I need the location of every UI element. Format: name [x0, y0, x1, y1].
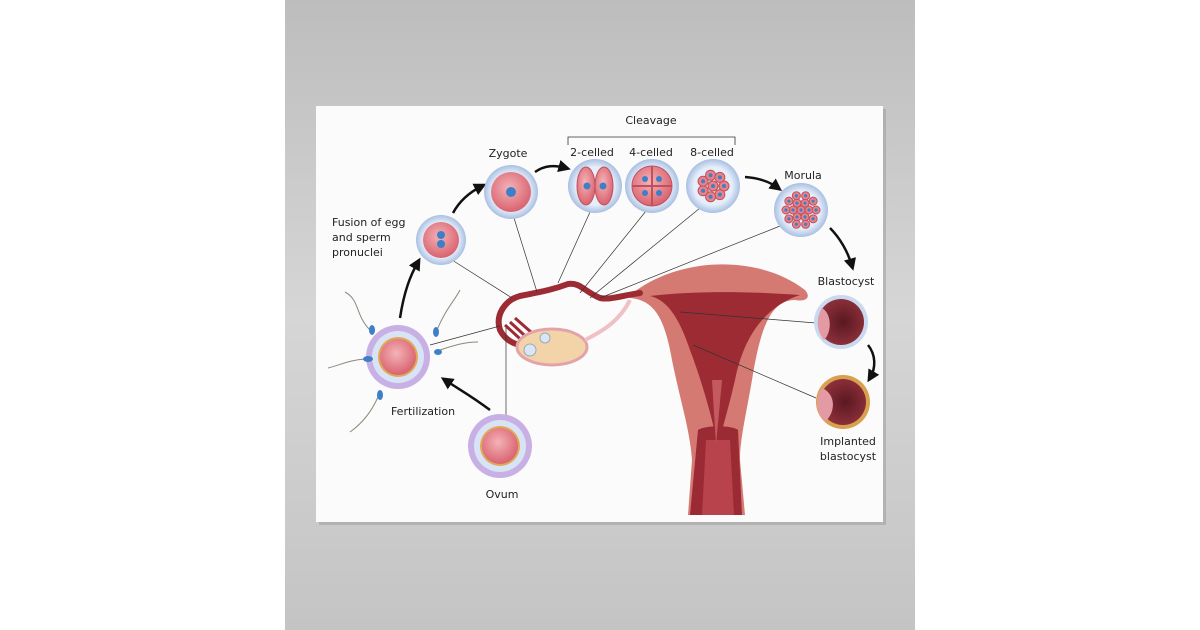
sequence-arrows [398, 159, 880, 412]
fusion-cell [416, 215, 466, 265]
uterus-illustration [630, 264, 808, 515]
ovum-cell [468, 414, 532, 478]
label-implanted-line1: Implanted [820, 435, 876, 448]
blastomere [722, 184, 726, 188]
blastomere [811, 199, 815, 203]
blastomere [717, 192, 722, 197]
blastomere [795, 215, 799, 219]
leader-lines [429, 207, 817, 415]
cleavage-bracket [567, 136, 736, 145]
label-8-celled: 8-celled [690, 146, 734, 159]
label-morula: Morula [784, 169, 822, 182]
blastomere [717, 175, 722, 180]
blastocyst-cell [814, 295, 868, 349]
blastomere [814, 208, 818, 212]
blastomere [784, 208, 788, 212]
label-fertilization: Fertilization [391, 405, 455, 418]
blastomere [787, 217, 791, 221]
morula-cell [774, 183, 828, 237]
blastomere [807, 208, 811, 212]
implanted-blastocyst-cell [816, 375, 870, 429]
label-fusion-line1: Fusion of egg [332, 216, 406, 229]
label-fusion-line3: pronuclei [332, 246, 383, 259]
label-fusion-line2: and sperm [332, 231, 391, 244]
label-ovum: Ovum [486, 488, 519, 501]
blastomere [803, 215, 807, 219]
blastomere [804, 194, 808, 198]
blastomere [794, 194, 798, 198]
blastomere [811, 217, 815, 221]
blastomere [795, 201, 799, 205]
fertilization-egg [366, 325, 430, 389]
blastomere [701, 188, 706, 193]
label-blastocyst: Blastocyst [818, 275, 875, 288]
blastomere [803, 201, 807, 205]
blastomere [708, 173, 713, 178]
follicle [523, 343, 537, 357]
zygote-cell [484, 165, 538, 219]
blastomere [711, 184, 715, 188]
sperm-cells [327, 289, 479, 433]
blastomere [701, 179, 706, 184]
blastomere [787, 199, 791, 203]
label-cleavage: Cleavage [625, 114, 676, 127]
label-implanted-line2: blastocyst [820, 450, 877, 463]
four-celled-embryo [625, 159, 679, 213]
blastomere [794, 222, 798, 226]
blastomere [799, 208, 803, 212]
label-4-celled: 4-celled [629, 146, 673, 159]
blastomere [708, 194, 713, 199]
eight-celled-embryo [686, 159, 740, 213]
follicle [539, 332, 551, 344]
label-zygote: Zygote [489, 147, 528, 160]
two-celled-embryo [568, 159, 622, 213]
blastomere [804, 222, 808, 226]
label-2-celled: 2-celled [570, 146, 614, 159]
blastomere [791, 208, 795, 212]
ovarian-ligament [584, 299, 632, 342]
ovary [515, 327, 589, 367]
